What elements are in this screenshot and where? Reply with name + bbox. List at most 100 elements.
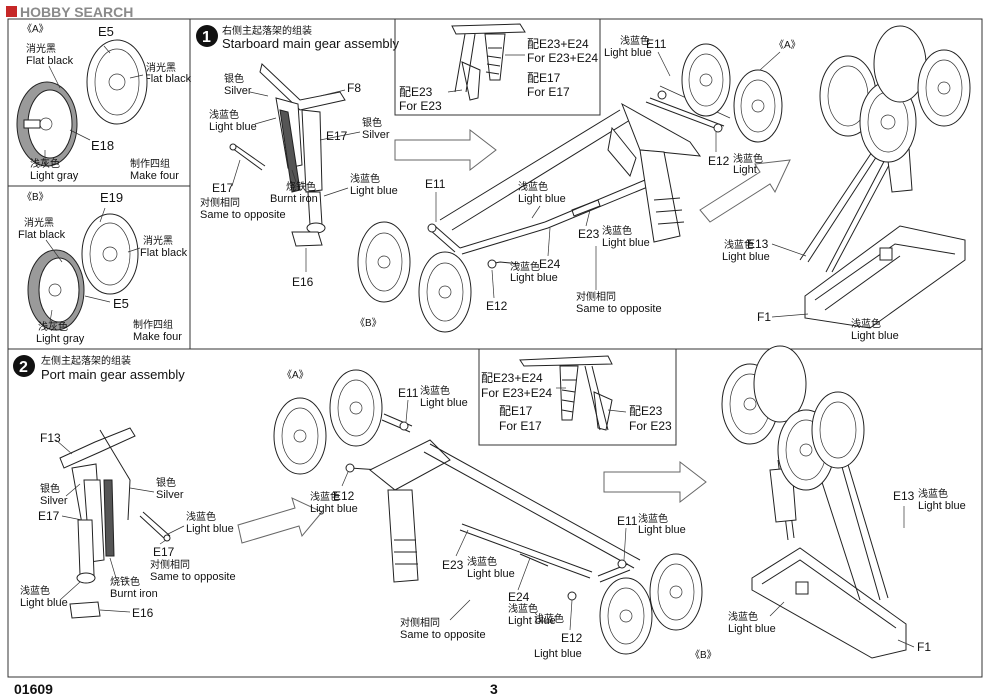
step1-badge (196, 25, 218, 47)
step1-e12b: E12 (708, 154, 730, 168)
step1-number: 1 (202, 29, 211, 46)
wheel-outer-half (81, 213, 139, 295)
leader-silver1 (65, 483, 81, 497)
inset1-c-cn: 配E23 (399, 85, 433, 99)
step1-lightblue2-cn: 浅蓝色 (350, 172, 380, 185)
step1-same2-en: Same to opposite (576, 303, 662, 315)
make-four-en: Make four (130, 170, 179, 182)
step2-arrow-2 (603, 460, 707, 504)
step1-lightblue2-en: Light blue (350, 185, 398, 197)
step2-lightblue10-en: Light blue (728, 623, 776, 635)
wheel-outer-rim (89, 222, 131, 286)
inset1-c-en: For E23 (399, 99, 442, 113)
leader-e11a (405, 399, 409, 423)
flat-black2-cn: 消光黑 (146, 61, 176, 74)
leader-e5 (103, 45, 111, 54)
flat-black2-en: Flat black (144, 73, 192, 85)
step2-lightblue6-en: Light blue (508, 615, 556, 627)
step2-lightblue5-cn: 浅蓝色 (467, 555, 497, 568)
flat-black-cn: 消光黑 (26, 42, 56, 55)
leader-e24 (517, 557, 531, 591)
step2-inset-box (478, 348, 677, 446)
step1-e17a: E17 (212, 181, 234, 195)
part-e5-label: E5 (113, 296, 129, 311)
step1-f1: F1 (757, 310, 771, 324)
step2-e12a: E12 (333, 489, 355, 503)
step1-lightblue6-en: Light blue (510, 272, 558, 284)
flat-black2-en: Flat black (140, 247, 188, 259)
leader-flat-black2 (129, 74, 144, 79)
box-a-tag: 《A》 (22, 23, 49, 35)
leader-e17b (159, 539, 167, 545)
leader-e17a (231, 159, 241, 187)
step2-arrow-1 (237, 497, 323, 544)
step2-e24: E24 (508, 590, 530, 604)
step2-lightblue7-cn: 浅蓝色 (638, 512, 668, 525)
step1-same2-cn: 对侧相同 (576, 290, 616, 303)
leader-burnt (109, 557, 117, 579)
axle-stub (23, 119, 41, 129)
leader-flat-black (45, 239, 63, 263)
inset2-c-en: For E23 (629, 419, 672, 433)
step2-lightblue10-cn: 浅蓝色 (728, 610, 758, 623)
wheel-outer-rim (94, 48, 140, 116)
step2-lightblue3-cn: 浅蓝色 (420, 384, 450, 397)
leader-e24 (547, 227, 551, 257)
step1-e16: E16 (292, 275, 314, 289)
step1-lightblue9-cn: 浅蓝色 (851, 317, 881, 330)
step2-same-en: Same to opposite (150, 571, 236, 583)
step2-strut-drawing (59, 427, 171, 619)
inset1-a-cn: 配E23+E24 (527, 37, 589, 51)
step1-tag-a: 《A》 (774, 39, 801, 51)
flat-black-en: Flat black (26, 55, 74, 67)
step2-burnt-en: Burnt iron (110, 588, 158, 600)
leader-light-gray (49, 309, 53, 323)
step1-lightblue7-cn: 浅蓝色 (733, 152, 763, 165)
leader-f1 (897, 639, 915, 648)
step2-badge (13, 355, 35, 377)
step1-e12a: E12 (486, 299, 508, 313)
step1-e23: E23 (578, 227, 600, 241)
step1-same-cn: 对侧相同 (200, 196, 240, 209)
step2-e12b: E12 (561, 631, 583, 645)
leader-lightblue1 (167, 525, 185, 535)
inset2-a-cn: 配E23+E24 (481, 371, 543, 385)
leader-lightblue2 (323, 187, 349, 197)
leader-e11b (623, 527, 627, 561)
part-e18-label: E18 (91, 138, 114, 153)
part-e5-label: E5 (98, 24, 114, 39)
step2-exploded-drawing (273, 369, 703, 655)
flat-black-en: Flat black (18, 229, 66, 241)
step2-e11b: E11 (617, 514, 638, 528)
leader-lightblue2 (59, 581, 81, 601)
step1-lightblue3-cn: 浅蓝色 (518, 180, 548, 193)
leader-flat-black2 (127, 247, 141, 253)
leader-silver2 (319, 131, 361, 141)
inset2-b-en: For E17 (499, 419, 542, 433)
step2-e23: E23 (442, 558, 464, 572)
leader-burnt (291, 169, 297, 183)
light-gray-en: Light gray (36, 333, 85, 345)
flat-black2-cn: 消光黑 (143, 234, 173, 247)
step2-lightblue8-en: Light blue (534, 648, 582, 660)
inset1-b-cn: 配E17 (527, 71, 561, 85)
step1-e13: E13 (747, 237, 769, 251)
leader-e16 (99, 609, 131, 613)
step2-e17b: E17 (153, 545, 175, 559)
step1-burnt-cn: 烧铁色 (286, 180, 316, 193)
step1-lightblue4-en: Light blue (604, 47, 652, 59)
leader-silver1 (249, 91, 269, 97)
wheel-outer-hub (102, 246, 118, 262)
inset2-c-cn: 配E23 (629, 404, 663, 418)
step2-same2-en: Same to opposite (400, 629, 486, 641)
step1-arrow-2 (699, 159, 791, 223)
leader-e23 (585, 209, 591, 227)
step1-silver1-cn: 银色 (224, 72, 244, 85)
step1-lightblue8-cn: 浅蓝色 (724, 238, 754, 251)
watermark-text: HOBBY SEARCH (20, 4, 133, 20)
light-gray-cn: 浅灰色 (38, 320, 68, 333)
leader-e11b (657, 51, 671, 77)
leader-tag-a (759, 51, 781, 71)
step1-f8: F8 (347, 81, 361, 95)
step2-silver1-en: Silver (40, 495, 68, 507)
